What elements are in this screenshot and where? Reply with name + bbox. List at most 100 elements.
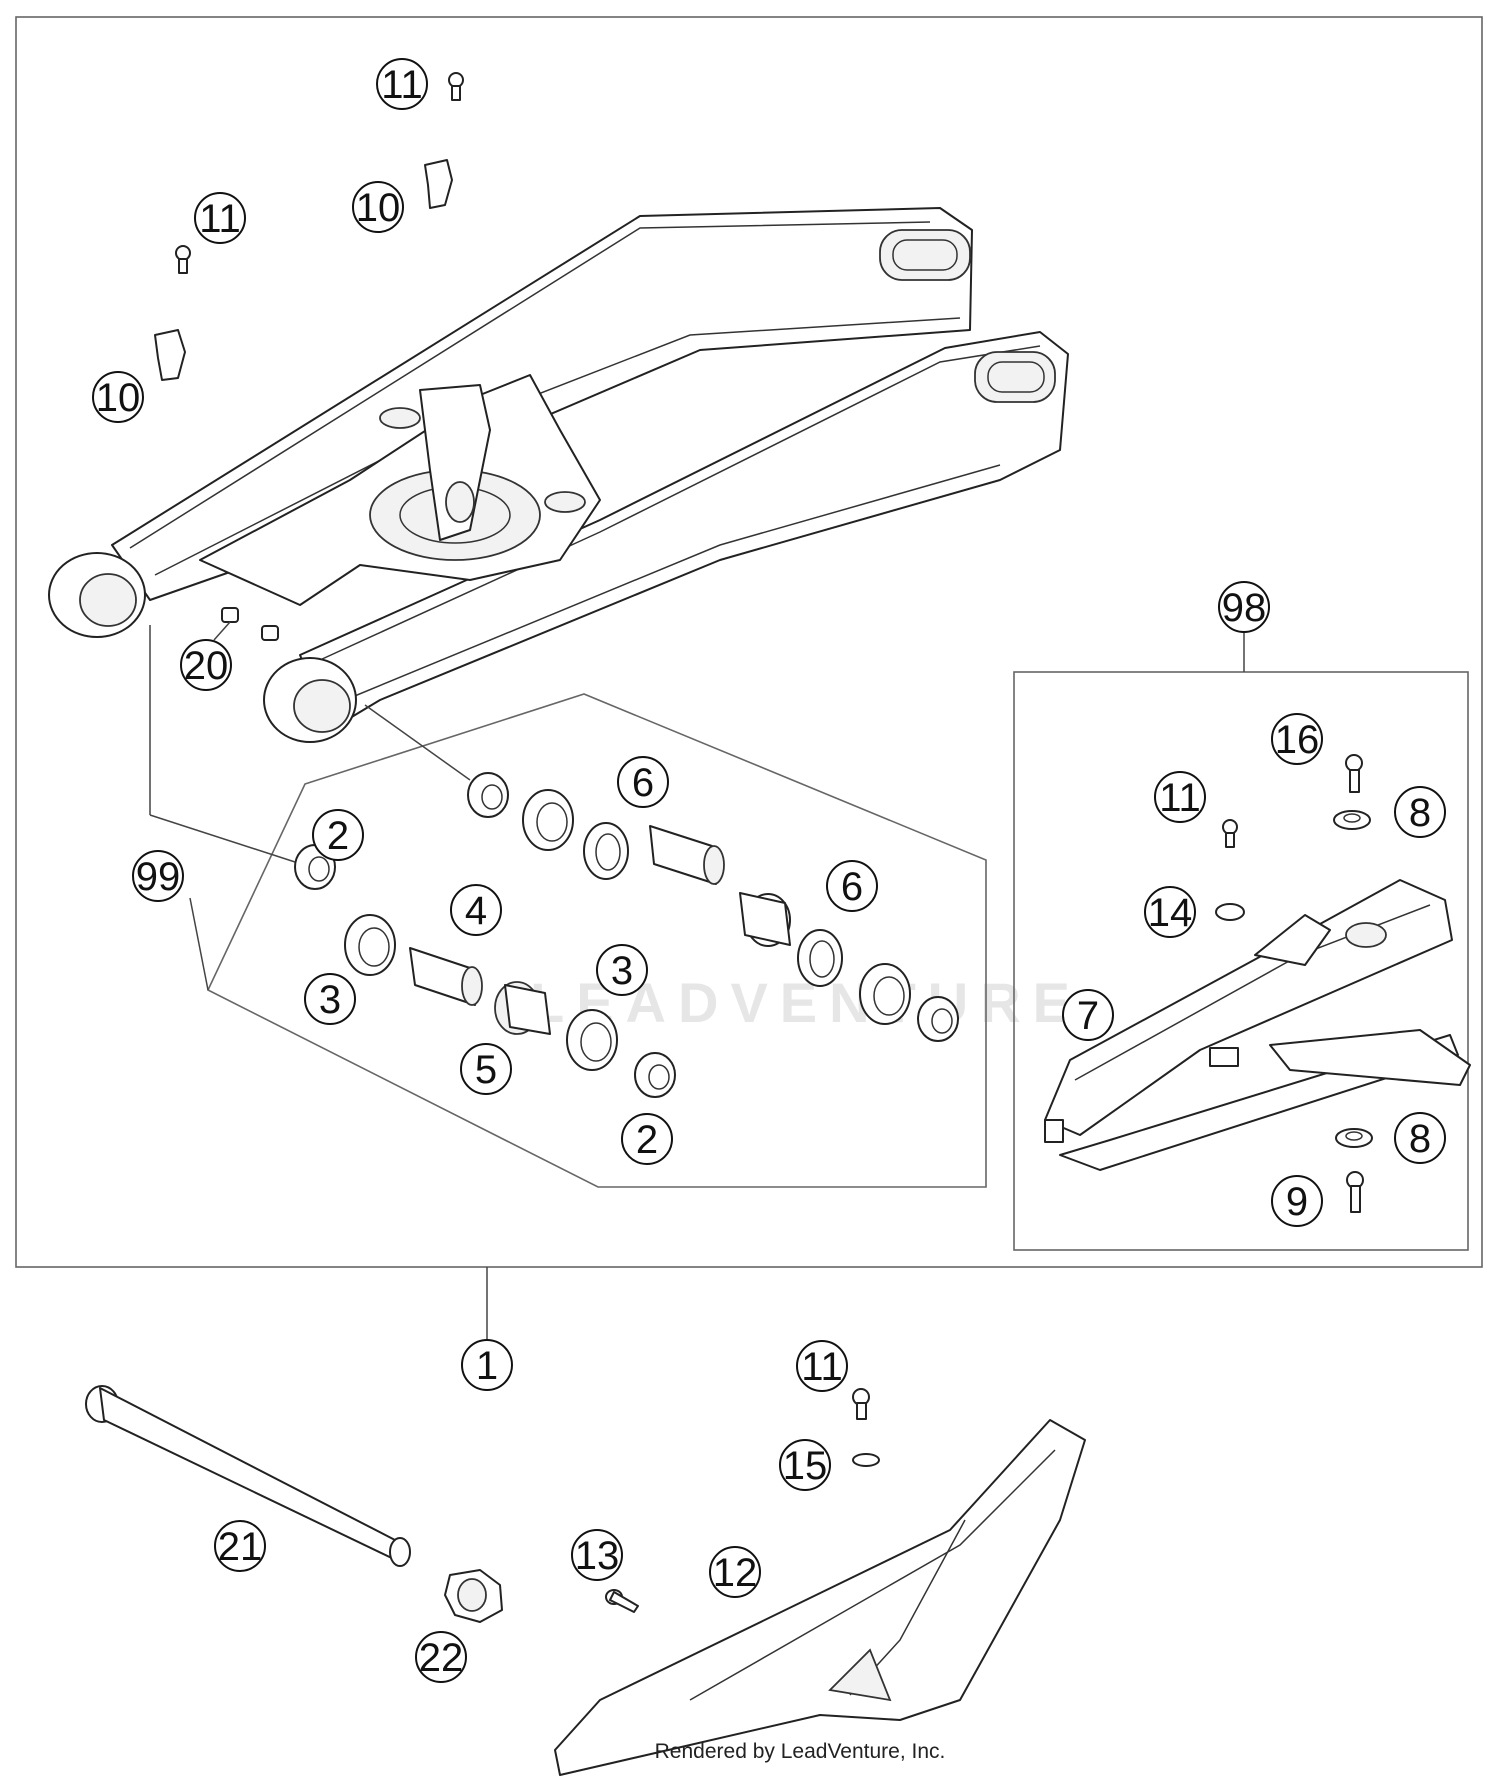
callout-c8b: 8	[1394, 1112, 1446, 1164]
callout-c99: 99	[132, 850, 184, 902]
callout-number: 13	[575, 1534, 620, 1578]
bolt-11-top	[448, 72, 464, 101]
kit-99-frame	[206, 693, 987, 1188]
callout-c5: 5	[460, 1043, 512, 1095]
callout-circle	[596, 944, 648, 996]
swingarm	[48, 207, 1069, 743]
callout-c1: 1	[461, 1339, 513, 1391]
bearing-parts	[294, 772, 959, 1098]
callout-c13: 13	[571, 1529, 623, 1581]
callout-c8a: 8	[1394, 786, 1446, 838]
callout-c4: 4	[450, 884, 502, 936]
callout-number: 14	[1148, 891, 1193, 935]
callout-number: 4	[465, 889, 487, 933]
callout-circle	[450, 884, 502, 936]
main-assembly-frame	[15, 16, 1483, 1268]
callout-number: 98	[1222, 586, 1267, 630]
callout-circle	[461, 1339, 513, 1391]
callout-circle	[180, 639, 232, 691]
callout-c7: 7	[1062, 989, 1114, 1041]
chain-slider	[1044, 879, 1471, 1171]
callout-c11a: 11	[376, 58, 428, 110]
callout-circle	[617, 756, 669, 808]
callout-number: 10	[356, 186, 401, 230]
callout-circle	[1218, 581, 1270, 633]
callout-c11b: 11	[194, 192, 246, 244]
callout-circle	[621, 1113, 673, 1165]
render-credit: Rendered by LeadVenture, Inc.	[654, 1740, 946, 1763]
bolt-11-kit	[1222, 819, 1238, 848]
callout-c6a: 6	[617, 756, 669, 808]
callout-c2b: 2	[621, 1113, 673, 1165]
callout-number: 2	[636, 1118, 658, 1162]
callout-c3b: 3	[304, 973, 356, 1025]
callout-c10a: 10	[352, 181, 404, 233]
callout-number: 5	[475, 1048, 497, 1092]
callout-number: 11	[381, 63, 423, 107]
callout-circle	[132, 850, 184, 902]
callout-number: 3	[319, 978, 341, 1022]
callout-circle	[571, 1529, 623, 1581]
callout-number: 12	[713, 1551, 758, 1595]
callout-number: 11	[199, 197, 241, 241]
callout-number: 7	[1077, 994, 1099, 1038]
callout-number: 22	[419, 1636, 464, 1680]
callout-circle	[779, 1439, 831, 1491]
callout-circle	[92, 371, 144, 423]
bolt-11-lower	[852, 1388, 870, 1420]
callout-circle	[1062, 989, 1114, 1041]
callout-number: 1	[476, 1344, 498, 1388]
callout-circle	[460, 1043, 512, 1095]
callout-c10b: 10	[92, 371, 144, 423]
callout-number: 21	[218, 1525, 263, 1569]
callout-circle	[1144, 886, 1196, 938]
callout-circle	[194, 192, 246, 244]
callout-c22: 22	[415, 1631, 467, 1683]
callout-circle	[1154, 771, 1206, 823]
callout-number: 8	[1409, 1117, 1431, 1161]
callout-number: 2	[327, 814, 349, 858]
callout-c6b: 6	[826, 860, 878, 912]
callout-number: 11	[801, 1345, 843, 1389]
callout-c14: 14	[1144, 886, 1196, 938]
callout-c16: 16	[1271, 713, 1323, 765]
axle-nut	[444, 1569, 503, 1623]
callout-number: 6	[841, 865, 863, 909]
nut-15	[852, 1453, 880, 1467]
callout-number: 16	[1275, 718, 1320, 762]
callout-c11c: 11	[1154, 771, 1206, 823]
callout-c2a: 2	[312, 809, 364, 861]
callout-c20: 20	[180, 639, 232, 691]
callout-circle	[1271, 713, 1323, 765]
callout-circle	[352, 181, 404, 233]
bolt-9	[1346, 1171, 1364, 1213]
washer-8-top	[1333, 810, 1371, 830]
callout-circle	[1271, 1175, 1323, 1227]
callout-circle	[796, 1340, 848, 1392]
callout-circle	[312, 809, 364, 861]
bolt-16	[1345, 754, 1363, 793]
callout-circle	[304, 973, 356, 1025]
washer-8-bottom	[1335, 1128, 1373, 1148]
callout-c21: 21	[214, 1520, 266, 1572]
callout-circle	[709, 1546, 761, 1598]
callout-circle	[415, 1631, 467, 1683]
kit-98-frame	[1013, 671, 1469, 1251]
callout-number: 10	[96, 376, 141, 420]
grease-nipples	[221, 607, 279, 641]
callout-number: 20	[184, 644, 229, 688]
chain-guard	[554, 1419, 1086, 1776]
bolt-11-left	[175, 245, 191, 274]
callout-c11d: 11	[796, 1340, 848, 1392]
callout-circle	[376, 58, 428, 110]
callout-c9: 9	[1271, 1175, 1323, 1227]
callout-c15: 15	[779, 1439, 831, 1491]
callout-c98: 98	[1218, 581, 1270, 633]
callout-circle	[826, 860, 878, 912]
nut-14	[1215, 903, 1245, 921]
callout-circle	[214, 1520, 266, 1572]
callout-c3a: 3	[596, 944, 648, 996]
callout-number: 99	[136, 855, 181, 899]
callout-circle	[1394, 1112, 1446, 1164]
callout-number: 15	[783, 1444, 828, 1488]
